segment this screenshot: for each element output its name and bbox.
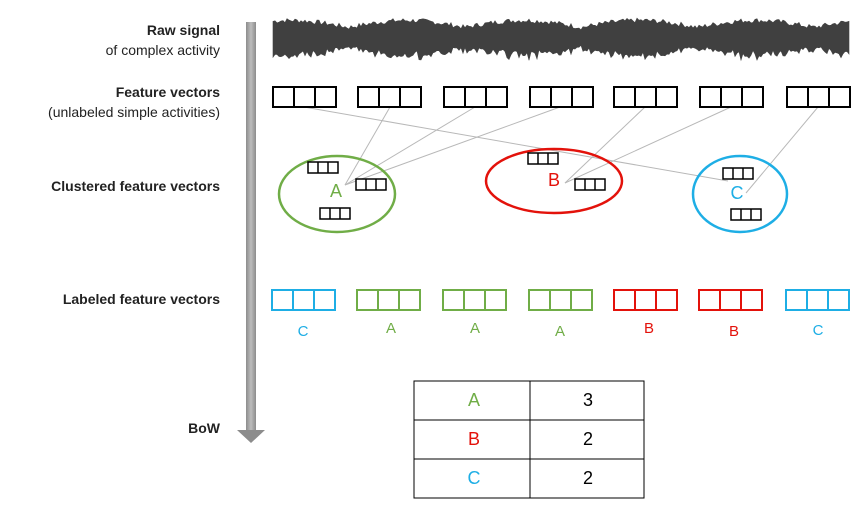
labeled-feature-vector (528, 289, 593, 311)
feature-vector (786, 86, 851, 108)
raw-signal-label: Raw signal of complex activity (106, 20, 220, 60)
labeled-letter: A (554, 323, 565, 340)
raw-signal-subtitle: of complex activity (105, 42, 220, 58)
clustered-feature-vector (355, 178, 387, 191)
connection-line (564, 106, 732, 184)
raw-signal-waveform (272, 17, 850, 62)
cluster-letter-c: C (730, 183, 744, 203)
cluster-a-ellipse (277, 154, 397, 234)
labeled-letter: A (469, 320, 480, 337)
bow-row-c-count: 2 (582, 468, 593, 488)
cluster-b-ellipse (484, 147, 624, 215)
connection-line (745, 106, 819, 194)
labeled-letter: B (728, 323, 739, 340)
labeled-vectors-row (271, 289, 850, 311)
clustered-feature-vector (527, 152, 559, 165)
bow-label: BoW (188, 418, 220, 438)
clusters (277, 147, 789, 234)
connection-line (564, 106, 646, 184)
cluster-letter-a: A (329, 181, 342, 201)
labeled-letter: A (385, 320, 396, 337)
clustered-feature-vector (730, 208, 762, 221)
labeled-feature-vector (785, 289, 850, 311)
labeled-feature-vector (356, 289, 421, 311)
clustered-label: Clustered feature vectors (51, 176, 220, 196)
bow-row-a-count: 3 (582, 390, 593, 410)
labeled-title: Labeled feature vectors (62, 291, 220, 307)
clustered-title: Clustered feature vectors (51, 178, 220, 194)
feature-vector (699, 86, 764, 108)
bow-row-b-count: 2 (582, 429, 593, 449)
feature-vectors-row (272, 86, 851, 108)
labeled-feature-vector (271, 289, 336, 311)
labeled-feature-vector (698, 289, 763, 311)
raw-signal-title: Raw signal (146, 22, 220, 38)
clustered-feature-vector (319, 207, 351, 220)
bow-row-b-label: B (467, 429, 480, 449)
labeled-feature-vector (613, 289, 678, 311)
bow-row-a-label: A (467, 390, 480, 410)
clustered-feature-vector (574, 178, 606, 191)
labeled-letter: B (643, 320, 654, 337)
feature-vector (613, 86, 678, 108)
cluster-letter-b: B (547, 170, 560, 190)
feature-vector (529, 86, 594, 108)
labeled-letter: C (812, 322, 824, 339)
feature-vectors-title: Feature vectors (115, 84, 220, 100)
feature-vectors-label: Feature vectors (unlabeled simple activi… (48, 82, 220, 122)
connection-line (303, 106, 729, 182)
feature-vector (357, 86, 422, 108)
connection-line (344, 106, 561, 186)
cluster-c-ellipse (691, 154, 789, 234)
process-arrow (237, 22, 265, 443)
bow-title: BoW (188, 420, 220, 436)
labeled-feature-vector (442, 289, 507, 311)
feature-vectors-subtitle: (unlabeled simple activities) (48, 104, 220, 120)
labeled-label: Labeled feature vectors (63, 289, 220, 309)
connection-line (344, 106, 391, 186)
cluster-connections (303, 106, 819, 194)
feature-vector (443, 86, 508, 108)
labeled-letter: C (297, 323, 309, 340)
connection-line (344, 106, 476, 186)
bow-table (413, 380, 645, 499)
clustered-feature-vector (307, 161, 339, 174)
bow-row-c-label: C (467, 468, 481, 488)
feature-vector (272, 86, 337, 108)
clustered-feature-vector (722, 167, 754, 180)
